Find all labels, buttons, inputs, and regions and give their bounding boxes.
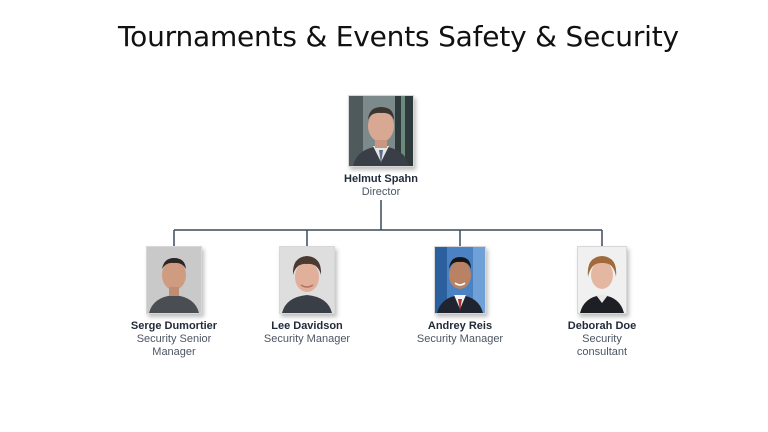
- org-node-andrey-reis: Andrey Reis Security Manager: [390, 246, 530, 346]
- portrait-photo: [348, 95, 414, 167]
- node-name: Helmut Spahn: [344, 173, 418, 185]
- portrait-photo: [577, 246, 627, 314]
- org-node-lee-davidson: Lee Davidson Security Manager: [237, 246, 377, 346]
- portrait-photo: [279, 246, 335, 314]
- node-name: Lee Davidson: [271, 320, 343, 332]
- node-role: Security Manager: [263, 333, 351, 345]
- node-name: Andrey Reis: [427, 320, 493, 332]
- portrait-photo: [146, 246, 202, 314]
- portrait-photo: [434, 246, 486, 314]
- node-name: Serge Dumortier: [130, 320, 218, 332]
- node-role: Director: [361, 186, 401, 198]
- node-role: Security consultant: [576, 333, 628, 358]
- org-node-deborah-doe: Deborah Doe Security consultant: [532, 246, 672, 359]
- org-node-serge-dumortier: Serge Dumortier Security Senior Manager: [104, 246, 244, 359]
- node-role: Security Manager: [416, 333, 504, 345]
- node-name: Deborah Doe: [567, 320, 637, 332]
- node-role: Security Senior Manager: [136, 333, 212, 358]
- org-node-director: Helmut Spahn Director: [311, 95, 451, 199]
- slide-title: Tournaments & Events Safety & Security: [118, 20, 679, 53]
